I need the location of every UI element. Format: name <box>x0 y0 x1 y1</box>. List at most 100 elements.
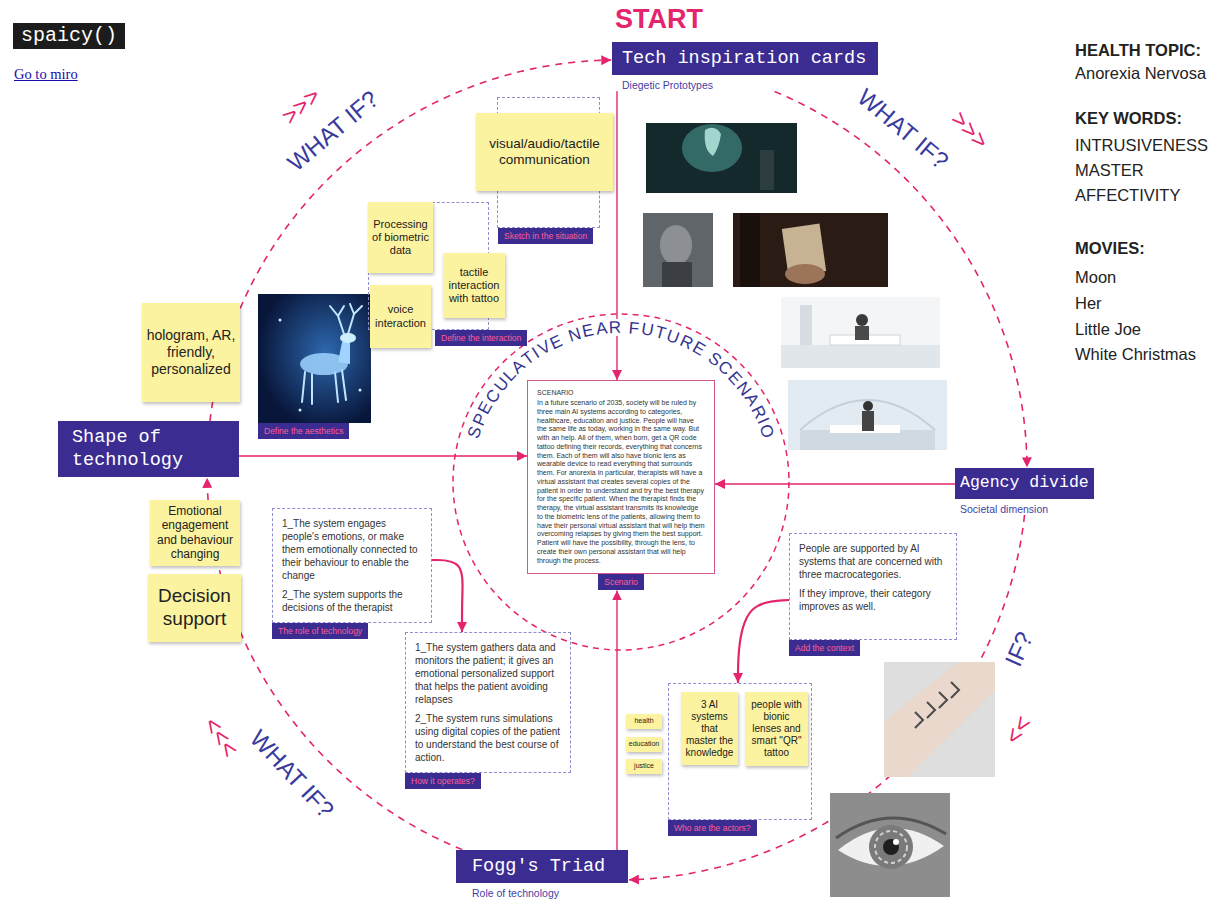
note-text: 1_The system engages people's emotions, … <box>282 517 423 582</box>
arc-letter: A <box>594 320 607 338</box>
cycle-arrow <box>775 92 1027 468</box>
tattoo-photo <box>884 662 995 777</box>
stage-box: Fogg's TriadRole of technology <box>456 850 628 899</box>
note-text: 2_The system runs simulations using digi… <box>415 712 562 764</box>
film-still <box>662 262 692 287</box>
film-still <box>788 380 947 450</box>
scenario-ring <box>453 314 789 650</box>
film-still <box>643 213 713 287</box>
bionic-eye-photo <box>875 831 907 863</box>
deer-illustration <box>258 294 371 423</box>
section-tag: The role of technology <box>272 623 368 639</box>
film-still <box>788 380 947 450</box>
section-tag: Who are the actors? <box>668 820 757 836</box>
dashed-note: 1_The system engages people's emotions, … <box>272 508 432 639</box>
section-tag: How it operates? <box>405 773 481 789</box>
film-still <box>862 411 874 431</box>
stage-box: Tech inspiration cardsDiegetic Prototype… <box>612 42 878 91</box>
arc-letter: E <box>581 322 596 341</box>
tattoo-photo <box>884 662 995 777</box>
sticky-note: Processing of biometric data <box>368 202 433 273</box>
deer-illustration <box>279 319 282 322</box>
flow-chevrons: << <box>999 711 1037 750</box>
what-if-label: WHAT IF? <box>244 724 339 823</box>
deer-illustration <box>359 389 362 392</box>
dashed-outline: 1_The system gathers data and monitors t… <box>405 632 571 773</box>
sticky-note: voice interaction <box>370 285 431 348</box>
scenario-card: SCENARIOIn a future scenario of 2035, so… <box>527 380 715 590</box>
stage-title: Agency divide <box>960 473 1089 494</box>
stage-fill: Shape of technology <box>58 421 239 477</box>
film-still <box>682 124 742 172</box>
flow-arrow <box>239 455 527 456</box>
bionic-eye-photo <box>836 818 946 838</box>
stage-subtitle: Role of technology <box>456 887 628 899</box>
flow-arrow <box>738 600 789 683</box>
sticky-note: Emotional engagement and behaviour chang… <box>150 500 240 566</box>
sticky-note: tactile interaction with tattoo <box>443 253 505 318</box>
flow-chevrons: >>> <box>945 105 994 154</box>
film-still <box>760 150 774 190</box>
film-still <box>781 345 940 368</box>
bionic-eye-photo <box>830 793 950 897</box>
film-still <box>800 305 812 345</box>
logo-badge: spaicy() <box>13 23 125 49</box>
stage-box: Agency divideSocietal dimension <box>955 468 1094 515</box>
section-tag: Define the aesthetics <box>258 423 349 439</box>
section-tag: Scenario <box>598 574 644 590</box>
deer-illustration <box>338 340 350 364</box>
tag-note: health <box>626 714 662 729</box>
note-text: 1_The system gathers data and monitors t… <box>415 641 562 706</box>
film-still <box>781 297 940 368</box>
flow-arrow <box>616 590 617 850</box>
stage-box: Shape of technology <box>58 421 239 477</box>
flow-chevrons: >>> <box>276 82 326 130</box>
dashed-outline: 1_The system engages people's emotions, … <box>272 508 432 623</box>
info-text: MASTER <box>1075 161 1144 180</box>
film-still <box>660 225 692 265</box>
sticky-text: tactile interaction with tattoo <box>447 266 501 306</box>
info-heading: HEALTH TOPIC: <box>1075 41 1201 60</box>
note-text: People are supported by AI systems that … <box>799 542 948 581</box>
tattoo-photo <box>884 662 995 777</box>
dashed-frame: Define the interactionProcessing of biom… <box>368 202 489 346</box>
deer-illustration <box>258 294 371 423</box>
info-text: Her <box>1075 294 1102 313</box>
dashed-note: 1_The system gathers data and monitors t… <box>405 632 571 789</box>
dashed-frame: Who are the actors? 3 AI systems that mas… <box>668 683 812 836</box>
film-still <box>646 123 797 193</box>
flow-arrow <box>715 483 955 484</box>
sticky-text: visual/audio/tactile communication <box>480 136 609 168</box>
sticky-text: people with bionic lenses and smart "QR"… <box>749 699 804 759</box>
section-tag: Sketch in the situation <box>498 228 593 244</box>
info-text: AFFECTIVITY <box>1075 186 1180 205</box>
dashed-outline: People are supported by AI systems that … <box>789 533 957 640</box>
what-if-label: WHAT IF? <box>852 83 954 175</box>
image-frame: Define the aesthetics <box>258 294 371 439</box>
logo-text: spaicy() <box>21 24 117 48</box>
dashed-frame: Sketch in the situationvisual/audio/tact… <box>497 97 600 244</box>
sticky-text: justice <box>634 762 654 770</box>
tattoo-photo <box>915 682 959 728</box>
film-still <box>856 314 868 326</box>
scenario-sheet: SCENARIOIn a future scenario of 2035, so… <box>527 380 715 574</box>
info-text: White Christmas <box>1075 345 1196 364</box>
sticky-text: education <box>629 740 659 748</box>
stage-title: Fogg's Triad <box>472 855 612 878</box>
film-still <box>785 264 825 284</box>
bionic-eye-photo <box>869 825 913 869</box>
info-text: Anorexia Nervosa <box>1075 64 1206 83</box>
sticky-text: health <box>634 717 653 725</box>
film-still <box>781 297 940 368</box>
scenario-text: In a future scenario of 2035, society wi… <box>537 399 705 565</box>
sticky-note: people with bionic lenses and smart "QR"… <box>745 692 808 766</box>
stage-fill: Fogg's Triad <box>456 850 628 883</box>
sticky-note: 3 AI systems that master the knowledge <box>681 692 738 765</box>
section-tag: Add the context <box>789 640 860 656</box>
what-if-label: IF? <box>999 628 1038 671</box>
arc-letter <box>623 319 628 336</box>
flow-arrow <box>432 560 463 632</box>
arc-letter: R <box>608 319 621 336</box>
start-label: START <box>615 4 703 35</box>
sticky-text: 3 AI systems that master the knowledge <box>685 699 734 759</box>
